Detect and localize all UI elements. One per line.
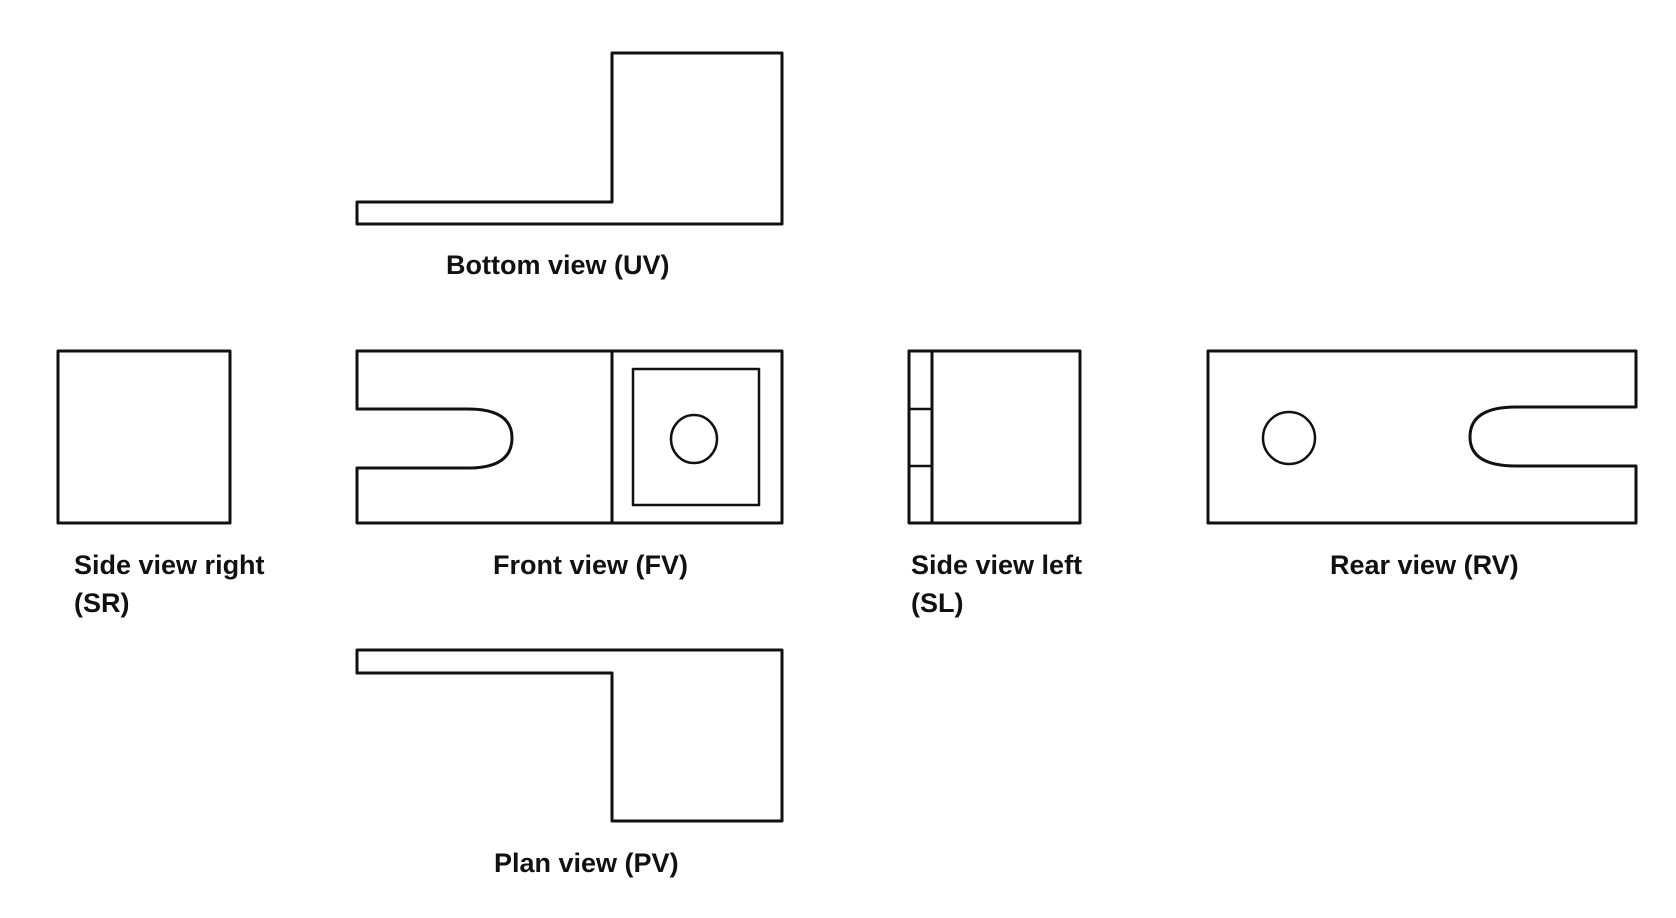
side-view-left-label-line1: Side view left: [911, 550, 1083, 580]
plan-view-outline: [355, 648, 784, 823]
bottom-view-label: Bottom view (UV): [446, 250, 670, 280]
rear-view-outline: [1206, 349, 1638, 525]
side-view-left-outline: [907, 349, 1082, 525]
rear-view-label: Rear view (RV): [1330, 550, 1519, 580]
plan-view-drawing: [355, 648, 784, 823]
side-view-right-outline: [56, 349, 232, 525]
side-view-right-label: Side view right (SR): [74, 546, 265, 622]
side-view-left-drawing: [907, 349, 1082, 525]
side-view-right-label-line2: (SR): [74, 588, 130, 618]
plan-view-label: Plan view (PV): [494, 848, 679, 878]
side-view-left-label-line2: (SL): [911, 588, 964, 618]
bottom-view-outline: [355, 51, 784, 226]
bottom-view-drawing: [355, 51, 784, 226]
rear-view-drawing: [1206, 349, 1638, 525]
front-view-drawing: [355, 349, 784, 525]
front-view-hole: [669, 413, 719, 465]
side-view-right-label-line1: Side view right: [74, 550, 265, 580]
side-view-right-drawing: [56, 349, 232, 525]
side-view-left-label: Side view left (SL): [911, 546, 1082, 622]
front-view-label: Front view (FV): [493, 550, 688, 580]
front-view-outline: [355, 349, 784, 525]
front-view-recess: [631, 367, 761, 507]
rear-view-hole: [1261, 410, 1317, 466]
